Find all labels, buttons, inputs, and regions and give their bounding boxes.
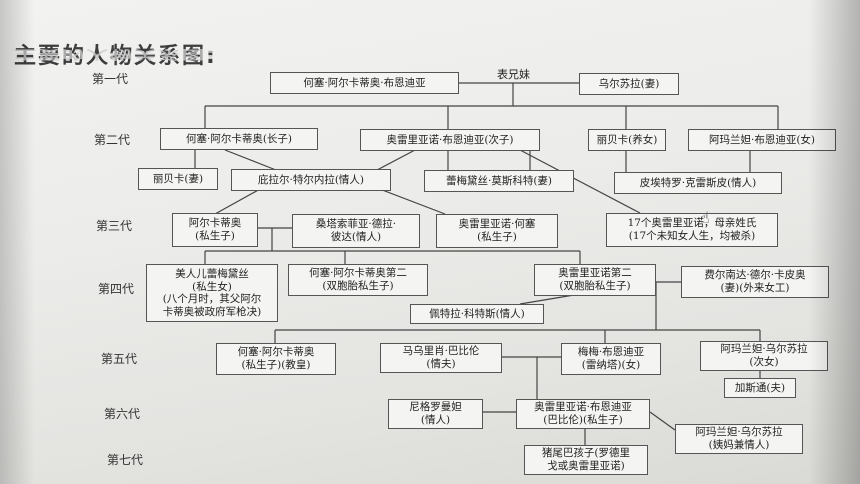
node-text: 何塞·阿尔卡蒂奥第二 [309,267,407,279]
node-text: (私生子) [477,231,517,243]
node-text: (次女) [749,356,779,368]
node-text: 何塞·阿尔卡蒂奥(长子) [185,132,293,145]
node-text: 阿尔卡蒂奥 [188,217,242,229]
node-g4-petra-cotes: 佩特拉·科特斯(情人) [410,304,544,324]
node-g7-pig-tail-child: 猪尾巴孩子(罗德里 戈或奥雷里亚诺) [524,445,648,475]
node-text: 桑塔索菲亚·德拉· [315,218,397,230]
node-g5-jose-arcadio: 何塞·阿尔卡蒂奥 (私生子)(教皇) [216,343,336,375]
node-g5-meme: 梅梅·布恩迪亚 (雷纳塔)(女) [561,343,661,375]
node-text: (姨妈兼情人) [708,439,770,451]
node-g2-jose-arcadio: 何塞·阿尔卡蒂奥(长子) [160,128,318,150]
node-text: (17个未知女人生，均被杀) [628,230,756,242]
node-text: 阿玛兰妲·布恩迪亚(女) [708,133,816,146]
node-text: 尼格罗曼妲 [409,401,462,413]
node-g4-fernanda: 费尔南达·德尔·卡皮奥 (妻)(外来女工) [681,266,829,298]
node-text: (情夫) [426,358,456,370]
node-text: 美人儿蕾梅黛丝 [175,268,249,280]
node-g3-seventeen-aurelianos: 17个奥雷里亚诺，母亲姓氏 (17个未知女人生，均被杀) [606,213,778,247]
node-text: 奥雷里亚诺·何塞 [458,218,536,230]
node-text: (私生子)(教皇) [241,359,311,371]
node-text: 17个奥雷里亚诺，母亲姓氏 [627,217,757,229]
node-text: (双胞胎私生子) [322,280,394,292]
node-text: 何塞·阿尔卡蒂奥 [237,346,315,358]
node-g3-santa-sofia: 桑塔索菲亚·德拉· 彼达(情人) [292,214,420,248]
node-g2-amaranta: 阿玛兰妲·布恩迪亚(女) [688,129,836,151]
line-jose-to-pilar [224,149,277,171]
node-text: 卡蒂奥被政府军枪决) [162,305,262,318]
node-text: 佩特拉·科特斯(情人) [429,307,525,320]
generation-label-4: 第四代 [98,282,135,296]
node-text: 梅梅·布恩迪亚 [577,346,645,358]
cousin-label: 表兄妹 [497,68,530,81]
page-title: 主要的人物关系图: [14,44,217,69]
node-text: (私生女) [192,280,232,293]
node-g2-pietro-crespi: 皮埃特罗·克雷斯皮(情人) [614,172,782,194]
node-text: 加斯通(夫) [734,381,786,394]
generation-label-5: 第五代 [101,352,138,366]
generation-label-3: 第三代 [96,219,133,233]
generation-label-7: 第七代 [107,453,144,467]
node-text: 丽贝卡(养女) [596,133,658,146]
node-text: 乌尔苏拉(妻) [598,77,660,90]
generation-label-2: 第二代 [94,133,131,147]
node-g1-jose-arcadio-buendia: 何塞·阿尔卡蒂奥·布恩迪亚 [270,72,459,94]
node-g3-aureliano-jose: 奥雷里亚诺·何塞 (私生子) [436,214,558,248]
node-g1-ursula: 乌尔苏拉(妻) [579,73,679,95]
node-g6-aureliano-babilonia: 奥雷里亚诺·布恩迪亚 (巴比伦)(私生子) [516,399,650,429]
line-aureliano-to-17 [519,149,641,214]
line-aureliano-amaranta [649,411,676,431]
node-text: 马乌里肖·巴比伦 [402,345,480,357]
node-text: 奥雷里亚诺·布恩迪亚 [534,401,632,413]
node-text: 庇拉尔·特尔内拉(情人) [257,173,365,186]
node-text: (情人) [420,414,451,426]
node-g2-rebeca: 丽贝卡(养女) [588,129,666,151]
node-g4-aureliano-second: 奥雷里亚诺第二 (双胞胎私生子) [534,264,656,296]
generation-label-6: 第六代 [104,407,141,421]
node-g4-remedios-the-beauty: 美人儿蕾梅黛丝 (私生女) (八个月时，其父阿尔 卡蒂奥被政府军枪决) [146,264,278,322]
node-g6-amaranta-ursula-aunt: 阿玛兰妲·乌尔苏拉 (姨妈兼情人) [675,424,803,454]
node-text: 何塞·阿尔卡蒂奥·布恩迪亚 [303,76,426,89]
node-text: 奥雷里亚诺第二 [558,267,632,279]
node-text: (八个月时，其父阿尔 [162,293,262,305]
node-g2-aureliano: 奥雷里亚诺·布恩迪亚(次子) [360,129,540,151]
node-g2-remedios-moscote: 蕾梅黛丝·莫斯科特(妻) [424,170,574,192]
node-text: (私生子) [195,230,235,242]
node-text: (雷纳塔)(女) [581,359,641,371]
node-g4-jose-arcadio-second: 何塞·阿尔卡蒂奥第二 (双胞胎私生子) [288,264,428,296]
generation-label-1: 第一代 [92,72,129,86]
line-pilar-to-aureliano-jose [376,187,446,215]
node-text: (双胞胎私生子) [559,280,631,292]
node-text: 彼达(情人) [330,231,382,243]
node-g6-nigromanta: 尼格罗曼妲 (情人) [388,399,483,429]
node-text: 蕾梅黛丝·莫斯科特(妻) [445,174,553,187]
node-text: (妻)(外来女工) [720,282,790,294]
hand-cursor-icon: ☝ [700,208,710,227]
node-g2-rebeca-wife: 丽贝卡(妻) [138,168,218,190]
line-aureliano-to-pilar [376,149,416,171]
node-text: 费尔南达·德尔·卡皮奥 [704,269,806,281]
node-text: 丽贝卡(妻) [152,172,204,185]
node-text: 皮埃特罗·克雷斯皮(情人) [639,176,757,189]
node-text: 猪尾巴孩子(罗德里 [541,447,631,459]
node-g2-pilar-ternera: 庇拉尔·特尔内拉(情人) [231,169,391,191]
node-text: (巴比伦)(私生子) [543,414,623,426]
node-g5-mauricio-babilonia: 马乌里肖·巴比伦 (情夫) [380,343,502,373]
node-g5-amaranta-ursula: 阿玛兰妲·乌尔苏拉 (次女) [700,341,828,371]
node-g5-gaston: 加斯通(夫) [724,378,796,398]
node-g3-arcadio: 阿尔卡蒂奥 (私生子) [172,213,258,247]
node-text: 奥雷里亚诺·布恩迪亚(次子) [386,133,514,146]
node-text: 阿玛兰妲·乌尔苏拉 [720,343,808,355]
node-text: 阿玛兰妲·乌尔苏拉 [695,426,783,438]
line-pilar-to-arcadio [214,187,263,215]
node-text: 戈或奥雷里亚诺) [547,460,625,472]
